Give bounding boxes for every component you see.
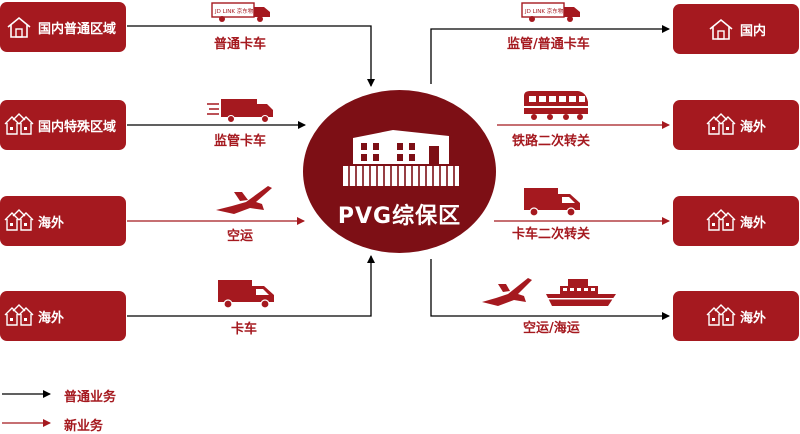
mode-label: 卡车二次转关 xyxy=(512,227,591,242)
dest-label: 海外 xyxy=(739,215,766,231)
dest-box-overseas-air-sea: 海外 xyxy=(673,291,799,341)
village-icon xyxy=(706,206,736,236)
legend-label-new: 新业务 xyxy=(64,419,104,434)
airplane-icon xyxy=(216,186,272,214)
train-icon xyxy=(524,91,588,120)
fast-truck-icon xyxy=(207,99,273,123)
dest-box-domestic: 国内 xyxy=(673,4,799,54)
arrow-source-4 xyxy=(127,255,375,317)
village-icon xyxy=(4,110,34,140)
mode-label: 普通卡车 xyxy=(214,37,267,52)
house-icon xyxy=(4,12,34,42)
mode-label: 监管卡车 xyxy=(214,134,267,149)
warehouse-icon xyxy=(343,130,459,186)
source-box-domestic-general: 国内普通区域 xyxy=(0,2,126,52)
village-icon xyxy=(4,301,34,331)
arrow-dest-1 xyxy=(430,25,670,84)
source-label: 国内特殊区域 xyxy=(38,119,117,135)
dest-box-overseas-truck: 海外 xyxy=(673,196,799,246)
truck-brand-text: JD LINK 京东物流 xyxy=(524,7,569,15)
dest-box-overseas-rail: 海外 xyxy=(673,100,799,150)
village-icon xyxy=(706,110,736,140)
plane-ship-icon xyxy=(482,278,616,306)
pvg-bonded-zone-hub: PVG综保区 xyxy=(303,90,496,253)
source-label: 海外 xyxy=(38,215,65,231)
legend-label-general: 普通业务 xyxy=(64,390,117,405)
village-icon xyxy=(4,206,34,236)
village-icon xyxy=(706,301,736,331)
source-box-overseas-air: 海外 xyxy=(0,196,126,246)
source-box-overseas-truck: 海外 xyxy=(0,291,126,341)
source-label: 海外 xyxy=(38,310,65,326)
mode-label: 卡车 xyxy=(231,322,258,337)
house-icon xyxy=(706,14,736,44)
arrow-source-1 xyxy=(127,25,375,87)
dest-label: 国内 xyxy=(739,23,766,39)
jd-truck-icon: JD LINK 京东物流 xyxy=(521,2,580,22)
source-label: 国内普通区域 xyxy=(38,21,117,37)
jd-truck-icon: JD LINK 京东物流 xyxy=(211,2,270,22)
arrow-dest-4 xyxy=(430,259,670,320)
mode-label: 铁路二次转关 xyxy=(512,134,591,149)
hub-title: PVG综保区 xyxy=(337,204,462,229)
dest-label: 海外 xyxy=(739,310,766,326)
truck-brand-text: JD LINK 京东物流 xyxy=(214,7,259,15)
truck-icon xyxy=(524,188,580,217)
dest-label: 海外 xyxy=(739,119,766,135)
mode-label: 空运/海运 xyxy=(523,321,580,336)
mode-label: 空运 xyxy=(227,229,254,244)
truck-icon xyxy=(218,280,274,309)
mode-label: 监管/普通卡车 xyxy=(507,37,590,52)
source-box-domestic-special: 国内特殊区域 xyxy=(0,100,126,150)
